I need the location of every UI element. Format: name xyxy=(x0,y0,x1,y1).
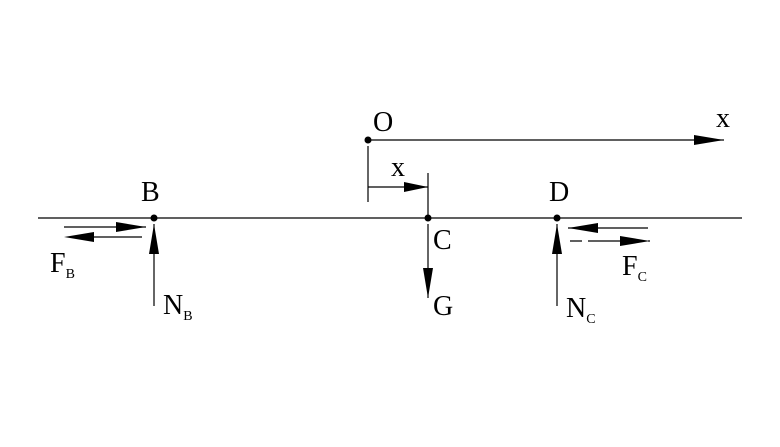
point-b xyxy=(150,214,158,222)
origin-point xyxy=(364,136,372,144)
point-d-label: D xyxy=(549,177,569,208)
axis-x-label: x xyxy=(716,103,730,134)
point-d xyxy=(553,214,561,222)
origin-label: O xyxy=(373,107,393,138)
offset-x-label: x xyxy=(391,152,405,183)
friction-b-label: FB xyxy=(50,248,75,282)
normal-b-label: NB xyxy=(163,290,193,324)
point-c-label: C xyxy=(433,225,452,256)
normal-c-label: NC xyxy=(566,293,596,327)
weight-label: G xyxy=(433,291,453,322)
point-b-label: B xyxy=(141,177,160,208)
friction-c-label: FC xyxy=(622,251,647,285)
point-c xyxy=(424,214,432,222)
